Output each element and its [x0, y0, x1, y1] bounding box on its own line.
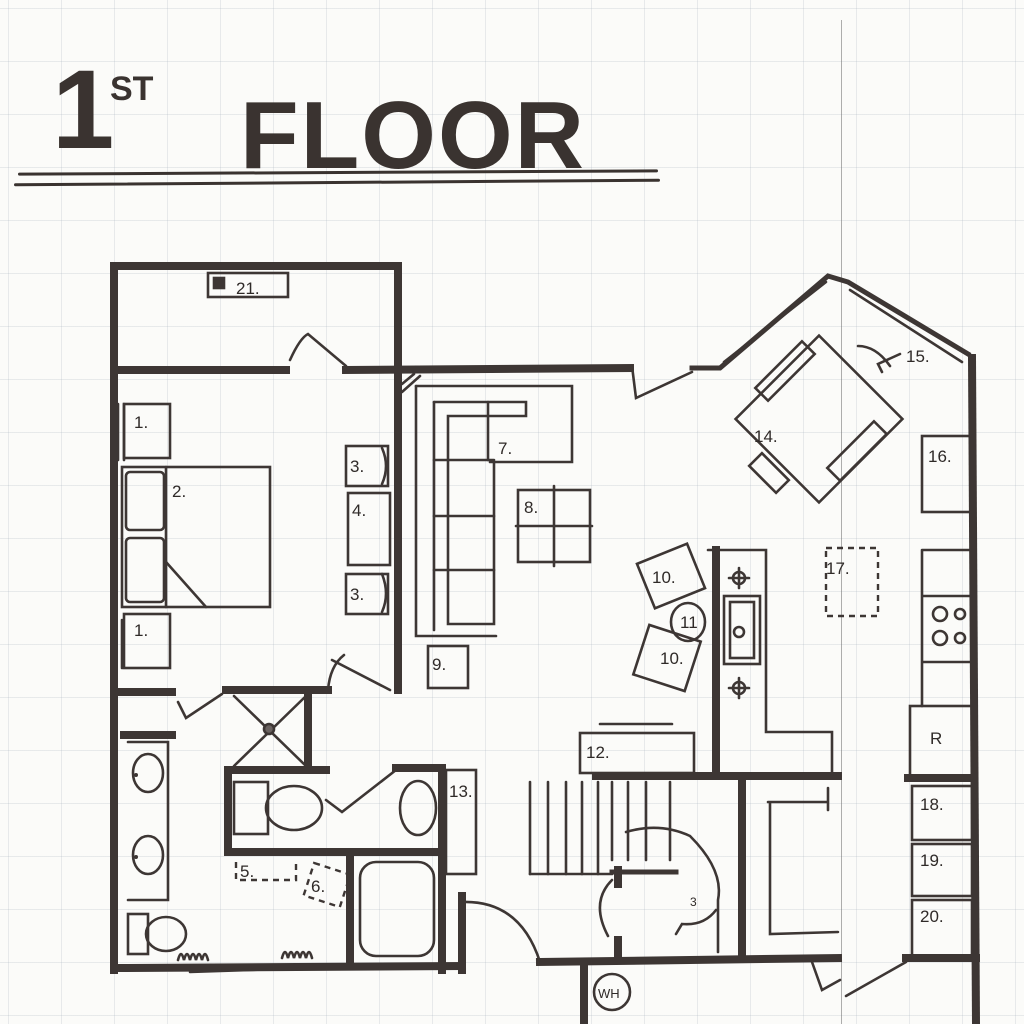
label-11: 11 — [680, 613, 698, 632]
label-20: 20. — [920, 907, 944, 926]
label-15: 15. — [906, 347, 930, 366]
cooktop-icon — [931, 605, 967, 647]
doors — [176, 332, 908, 998]
label-1a: 1. — [134, 413, 148, 432]
utility-door-a — [810, 960, 842, 992]
label-10b: 10. — [660, 649, 684, 668]
title-floor-number: 1 — [52, 47, 114, 172]
closet-door — [288, 332, 348, 368]
label-18: 18. — [920, 795, 944, 814]
label-9: 9. — [432, 655, 446, 674]
dining-furniture: 14. 15. — [733, 333, 930, 505]
label-7: 7. — [498, 439, 512, 458]
walls — [110, 262, 981, 1024]
paper-margin-line — [841, 20, 842, 1024]
bathroom-door — [176, 692, 224, 720]
bedroom-door-right — [330, 658, 392, 692]
closet-door-stair — [598, 878, 614, 938]
label-12: 12. — [586, 743, 610, 762]
title-word: FLOOR — [240, 82, 586, 189]
utility-door-b — [844, 960, 908, 998]
label-refrigerator: R — [930, 729, 942, 748]
bathroom-fixtures: 5. 6. 13. — [126, 694, 478, 974]
label-1b: 1. — [134, 621, 148, 640]
label-13: 13. — [449, 782, 473, 801]
light-fixture-icon — [727, 566, 751, 700]
staircase: 3 — [528, 780, 840, 954]
label-2: 2. — [172, 482, 186, 501]
label-19: 19. — [920, 851, 944, 870]
living-furniture: 7. 8. 9. — [400, 372, 594, 690]
closet-shelf-21: 21. — [206, 271, 290, 299]
kitchen-fixtures: 10. 11 10. 12. 17. 16. — [578, 434, 974, 958]
wc-door — [324, 768, 398, 814]
label-3b: 3. — [350, 585, 364, 604]
label-10a: 10. — [652, 568, 676, 587]
heater-right — [280, 950, 314, 960]
label-17: 17. — [826, 559, 850, 578]
label-6: 6. — [311, 877, 325, 896]
utility-room: WH — [592, 972, 632, 1012]
stair-direction-mark: 3 — [690, 895, 697, 909]
bedroom-furniture: 1. 2. 1. 3. 4. 3. — [114, 402, 392, 670]
label-4: 4. — [352, 501, 366, 520]
label-8: 8. — [524, 498, 538, 517]
label-21: 21. — [236, 279, 260, 298]
label-14: 14. — [754, 427, 778, 446]
bay-door — [630, 364, 694, 400]
label-5: 5. — [240, 862, 254, 881]
title-superscript: ST — [110, 70, 154, 108]
heater-left — [176, 952, 210, 962]
front-door — [460, 900, 542, 964]
label-16: 16. — [928, 447, 952, 466]
label-water-heater: WH — [598, 986, 620, 1001]
label-3a: 3. — [350, 457, 364, 476]
